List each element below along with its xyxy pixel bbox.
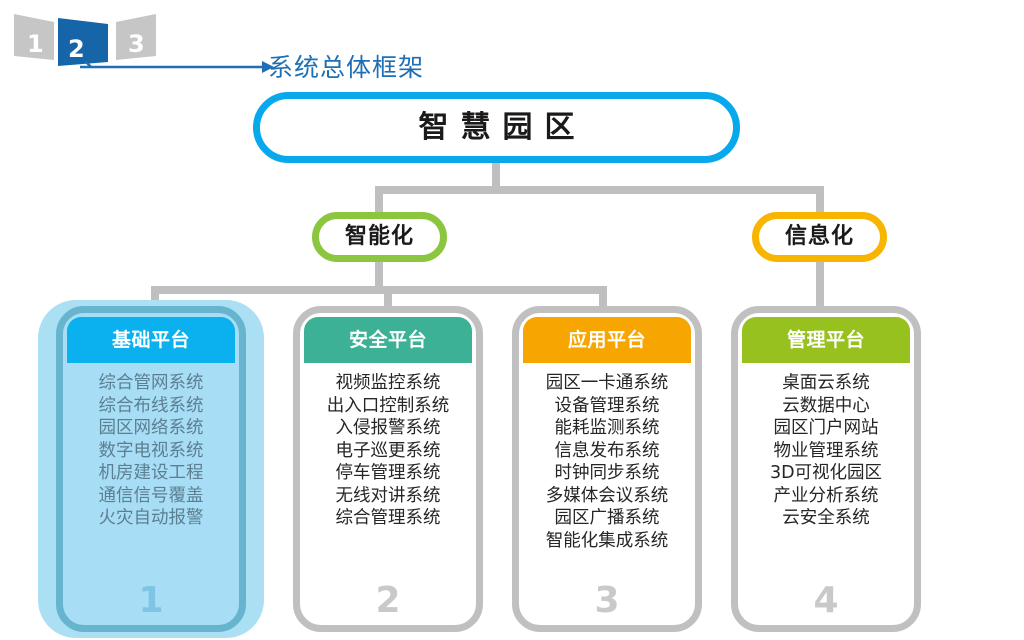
platform-card-item: 多媒体会议系统 [545,485,669,506]
platform-card-title: 安全平台 [348,328,427,351]
page-indicator-panel-3: 3 [128,30,145,58]
platform-card-item: 电子巡更系统 [335,440,441,461]
platform-card-header: 基础平台 [67,317,235,363]
platform-card-item: 物业管理系统 [773,440,879,461]
platform-card-item: 时钟同步系统 [554,463,660,483]
platform-card-body[interactable]: 安全平台 视频监控系统出入口控制系统入侵报警系统电子巡更系统停车管理系统无线对讲… [293,306,483,632]
platform-card-item-list: 综合管网系统综合布线系统园区网络系统数字电视系统机房建设工程通信信号覆盖火灾自动… [63,363,239,530]
platform-card-number: 4 [813,580,839,621]
platform-card-item-list: 视频监控系统出入口控制系统入侵报警系统电子巡更系统停车管理系统无线对讲系统综合管… [300,363,476,530]
page-indicator-panel-2: 2 [68,35,85,63]
platform-card-item: 出入口控制系统 [326,395,450,416]
platform-card-item: 火灾自动报警 [98,508,204,528]
root-node-label: 智慧园区 [418,109,587,145]
platform-card-basic[interactable]: 基础平台 综合管网系统综合布线系统园区网络系统数字电视系统机房建设工程通信信号覆… [38,300,264,638]
platform-card-number: 3 [594,580,620,621]
platform-card-number: 1 [138,580,164,621]
platform-card-header: 管理平台 [742,317,910,363]
platform-card-item: 3D可视化园区 [769,463,883,483]
section-title: 系统总体框架 [268,50,424,84]
platform-card-item: 园区广播系统 [554,508,660,528]
platform-card-item: 产业分析系统 [773,485,879,506]
arrow-right-marker [262,61,274,73]
platform-card-item: 视频监控系统 [335,373,441,393]
platform-card-item: 智能化集成系统 [545,530,669,551]
page-indicator-panel-1: 1 [27,30,44,58]
platform-card-number: 2 [375,580,401,621]
platform-card-item: 无线对讲系统 [335,485,441,506]
title-leader-line [80,61,274,73]
platform-card-item: 园区一卡通系统 [545,373,669,393]
platform-card-header: 安全平台 [304,317,472,363]
platform-card-item: 综合布线系统 [98,395,204,416]
branch-node-intelligent-label: 智能化 [344,224,414,249]
platform-card-item: 云数据中心 [782,395,870,416]
platform-card-title: 基础平台 [111,328,190,351]
branch-node-intelligent[interactable]: 智能化 [312,212,447,262]
platform-card-item: 机房建设工程 [98,463,204,483]
platform-card-item: 数字电视系统 [98,440,204,461]
branch-node-information-label: 信息化 [784,224,854,249]
platform-card-item: 园区网络系统 [98,418,204,438]
platform-card-item: 信息发布系统 [554,440,660,461]
branch-node-information[interactable]: 信息化 [752,212,887,262]
platform-card-item: 设备管理系统 [554,395,660,416]
header-banner: 1 2 3 系统总体框架 [0,0,1024,90]
platform-card-item: 能耗监测系统 [554,418,660,438]
section-title-label: 系统总体框架 [268,52,425,82]
platform-card-application[interactable]: 应用平台 园区一卡通系统设备管理系统能耗监测系统信息发布系统时钟同步系统多媒体会… [512,306,702,632]
platform-card-item: 综合管网系统 [98,373,204,393]
platform-card-title: 应用平台 [567,328,646,351]
platform-card-header: 应用平台 [523,317,691,363]
platform-card-item-list: 园区一卡通系统设备管理系统能耗监测系统信息发布系统时钟同步系统多媒体会议系统园区… [519,363,695,552]
platform-card-body[interactable]: 应用平台 园区一卡通系统设备管理系统能耗监测系统信息发布系统时钟同步系统多媒体会… [512,306,702,632]
platform-card-title: 管理平台 [786,328,865,351]
platform-card-security[interactable]: 安全平台 视频监控系统出入口控制系统入侵报警系统电子巡更系统停车管理系统无线对讲… [293,306,483,632]
platform-card-item: 入侵报警系统 [335,418,441,438]
platform-card-item: 园区门户网站 [773,418,879,438]
root-node[interactable]: 智慧园区 [253,92,740,163]
platform-card-item: 综合管理系统 [335,508,441,528]
platform-card-body[interactable]: 基础平台 综合管网系统综合布线系统园区网络系统数字电视系统机房建设工程通信信号覆… [56,306,246,632]
page-indicator-icon: 1 2 3 [14,14,156,66]
platform-card-item: 停车管理系统 [335,463,441,483]
platform-card-item: 桌面云系统 [782,373,870,393]
platform-card-item: 通信信号覆盖 [98,485,204,506]
platform-card-item: 云安全系统 [782,508,870,528]
